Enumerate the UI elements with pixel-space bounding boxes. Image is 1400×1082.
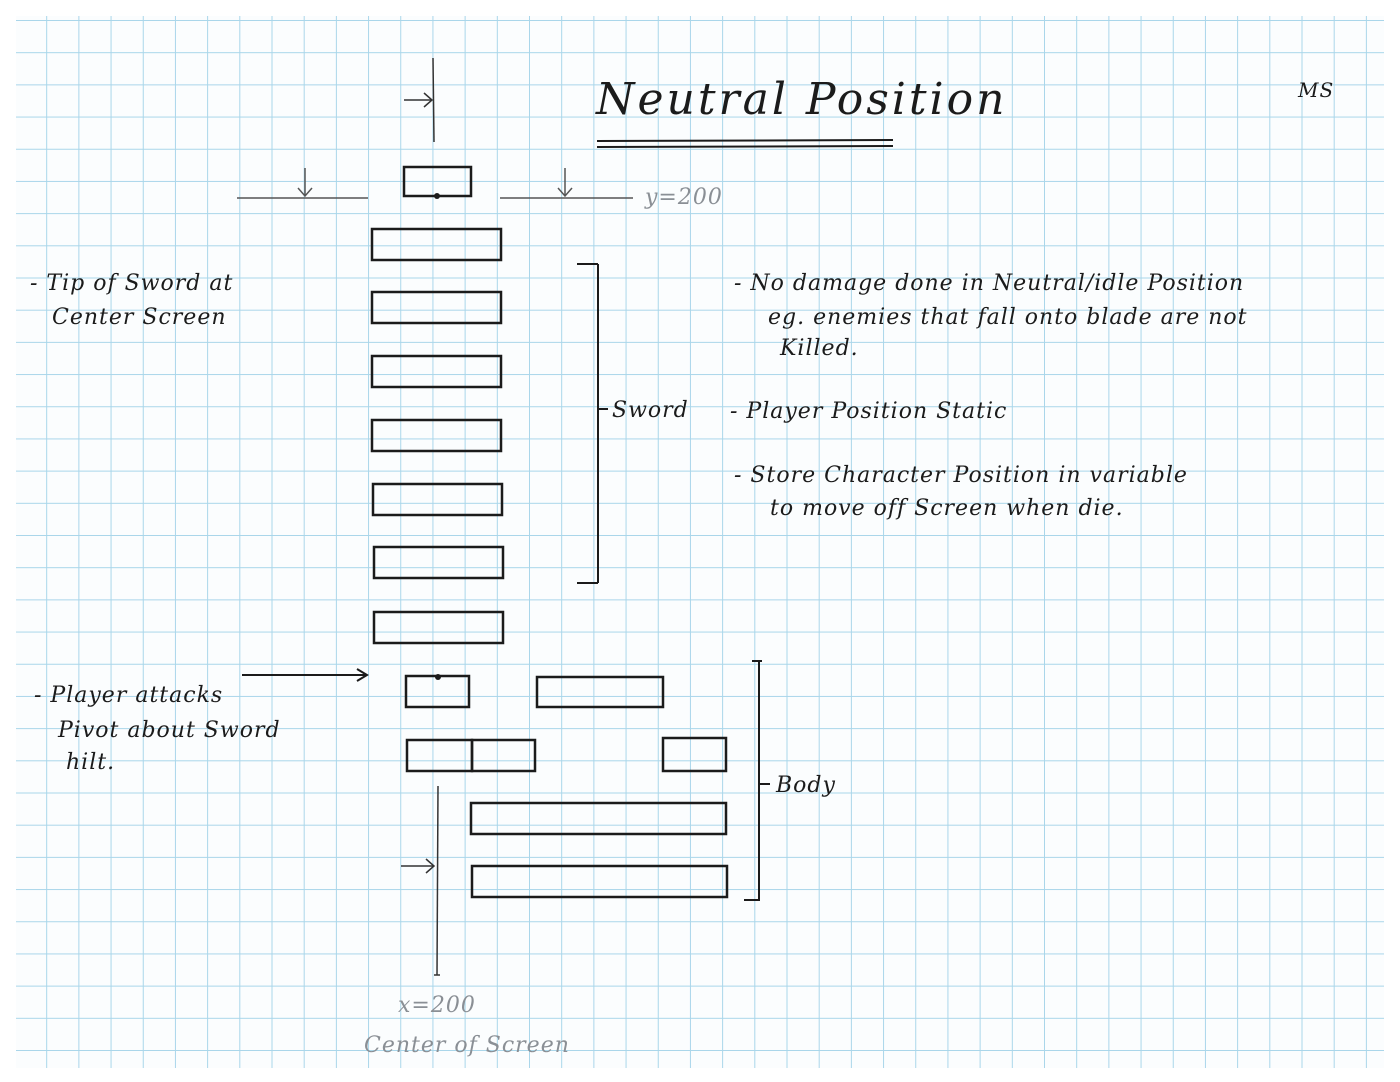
body-label: Body	[776, 773, 836, 798]
page-title: Neutral Position	[596, 74, 1008, 125]
blade-segment-1	[370, 227, 503, 262]
damage-note-line-2: eg. enemies that fall onto blade are not	[768, 305, 1248, 330]
attack-arrow	[242, 668, 369, 682]
blade-segment-3	[370, 354, 503, 389]
title-underline	[596, 139, 894, 148]
head-block	[535, 675, 665, 709]
body-bracket	[744, 660, 770, 901]
blade-segment-2	[370, 290, 503, 325]
blade-segment-6	[372, 545, 505, 580]
store-note-line-2: to move off Screen when die.	[770, 496, 1124, 521]
pivot-point	[435, 674, 441, 680]
attack-note-line-1: - Player attacks	[34, 683, 224, 708]
static-note: - Player Position Static	[730, 399, 1008, 424]
y-200-guide	[237, 168, 633, 199]
damage-note-line-3: Killed.	[780, 336, 859, 361]
legs-block	[470, 864, 729, 899]
graph-paper	[16, 16, 1384, 1068]
blade-segment-4	[370, 418, 503, 453]
arm-block-1	[405, 738, 474, 773]
top-center-guide	[404, 57, 435, 143]
torso-block	[469, 801, 728, 836]
center-of-screen-label: Center of Screen	[364, 1033, 570, 1058]
hilt-block	[404, 674, 471, 709]
bottom-center-guide	[401, 785, 440, 976]
center-point	[434, 193, 440, 199]
tip-note-line-1: - Tip of Sword at	[30, 271, 234, 296]
x-marker-label: x=200	[398, 993, 476, 1018]
tip-note-line-2: Center Screen	[52, 305, 227, 330]
body-blocks	[404, 674, 729, 899]
sword-label: Sword	[612, 398, 689, 423]
arm-block-2	[470, 738, 537, 773]
attack-note-line-3: hilt.	[66, 750, 116, 775]
store-note-line-1: - Store Character Position in variable	[734, 463, 1188, 488]
attack-note-line-2: Pivot about Sword	[58, 718, 281, 743]
blade-segment-5	[371, 482, 504, 517]
sword-blade-segments	[370, 227, 505, 645]
y-marker-label: y=200	[645, 185, 723, 210]
sword-tip-block	[402, 165, 473, 198]
author-initials: MS	[1298, 78, 1335, 102]
blade-segment-7	[372, 610, 505, 645]
damage-note-line-1: - No damage done in Neutral/idle Positio…	[734, 271, 1245, 296]
sword-bracket	[577, 263, 608, 584]
back-block	[661, 736, 728, 773]
